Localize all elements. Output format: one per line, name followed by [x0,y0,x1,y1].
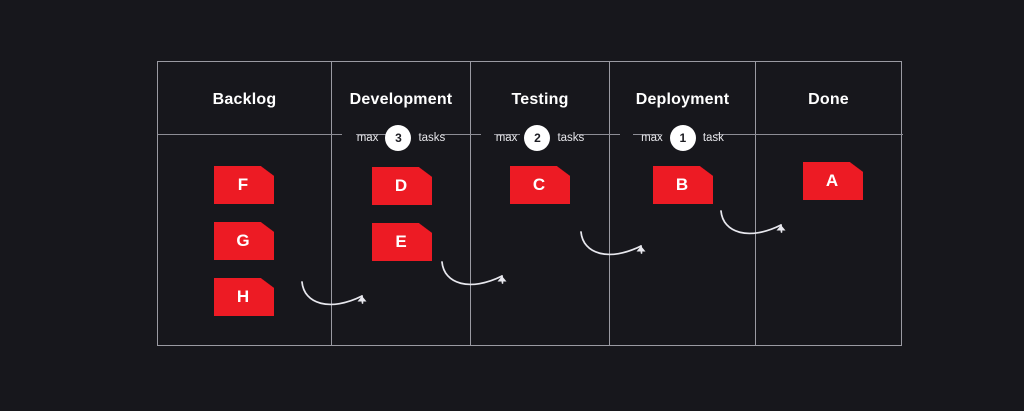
flow-arrow-development-to-testing [440,256,514,298]
task-card[interactable]: H [214,278,274,316]
card-fold-icon [849,162,863,172]
column-title-done: Done [808,91,849,108]
card-label: B [675,175,689,194]
header-divider-dev-left [356,134,386,135]
column-title-deployment: Deployment [635,91,730,108]
flow-arrow-testing-to-deployment [579,226,653,268]
wip-suffix-deployment: task [702,132,724,144]
card-label: F [237,175,249,194]
column-separator-3 [609,62,610,345]
card-fold-icon [260,278,274,288]
wip-suffix-development: tasks [418,132,446,144]
wip-limit-testing: max 2 tasks [471,124,609,152]
task-card[interactable]: C [510,166,570,204]
task-card[interactable]: B [653,166,713,204]
wip-prefix-deployment: max [641,132,663,144]
wip-badge-testing: 2 [524,125,551,151]
task-card[interactable]: F [214,166,274,204]
card-label: A [825,171,839,190]
card-label: C [532,175,546,194]
column-title-testing: Testing [511,91,569,108]
column-title-backlog: Backlog [212,91,277,108]
wip-prefix-testing: max [495,132,518,144]
header-divider-deploy-right [715,134,903,135]
task-card[interactable]: D [372,167,432,205]
card-label: G [236,231,250,250]
card-fold-icon [699,166,713,176]
header-divider-dev-right [441,134,481,135]
column-separator-2 [470,62,471,345]
card-fold-icon [556,166,570,176]
card-label: D [394,176,408,195]
card-fold-icon [260,166,274,176]
kanban-board: Backlog Development Testing Deployment D… [157,61,903,346]
task-card[interactable]: G [214,222,274,260]
column-title-development: Development [349,91,453,108]
wip-suffix-testing: tasks [557,132,585,144]
task-card[interactable]: E [372,223,432,261]
card-fold-icon [418,223,432,233]
header-divider-test-right [577,134,620,135]
task-card[interactable]: A [803,162,863,200]
wip-limit-deployment: max 1 task [610,124,755,152]
wip-limit-development: max 3 tasks [332,124,470,152]
wip-badge-deployment: 1 [669,125,696,151]
wip-badge-development: 3 [385,125,412,151]
header-divider-test-left [494,134,520,135]
card-label: E [395,232,407,251]
header-divider-deploy-left [633,134,661,135]
wip-prefix-development: max [356,132,379,144]
column-separator-4 [755,62,756,345]
header-divider-backlog [158,134,342,135]
flow-arrow-deployment-to-done [719,205,793,247]
column-separator-1 [331,62,332,345]
card-fold-icon [260,222,274,232]
card-label: H [236,287,250,306]
card-fold-icon [418,167,432,177]
flow-arrow-backlog-to-development [300,276,374,318]
